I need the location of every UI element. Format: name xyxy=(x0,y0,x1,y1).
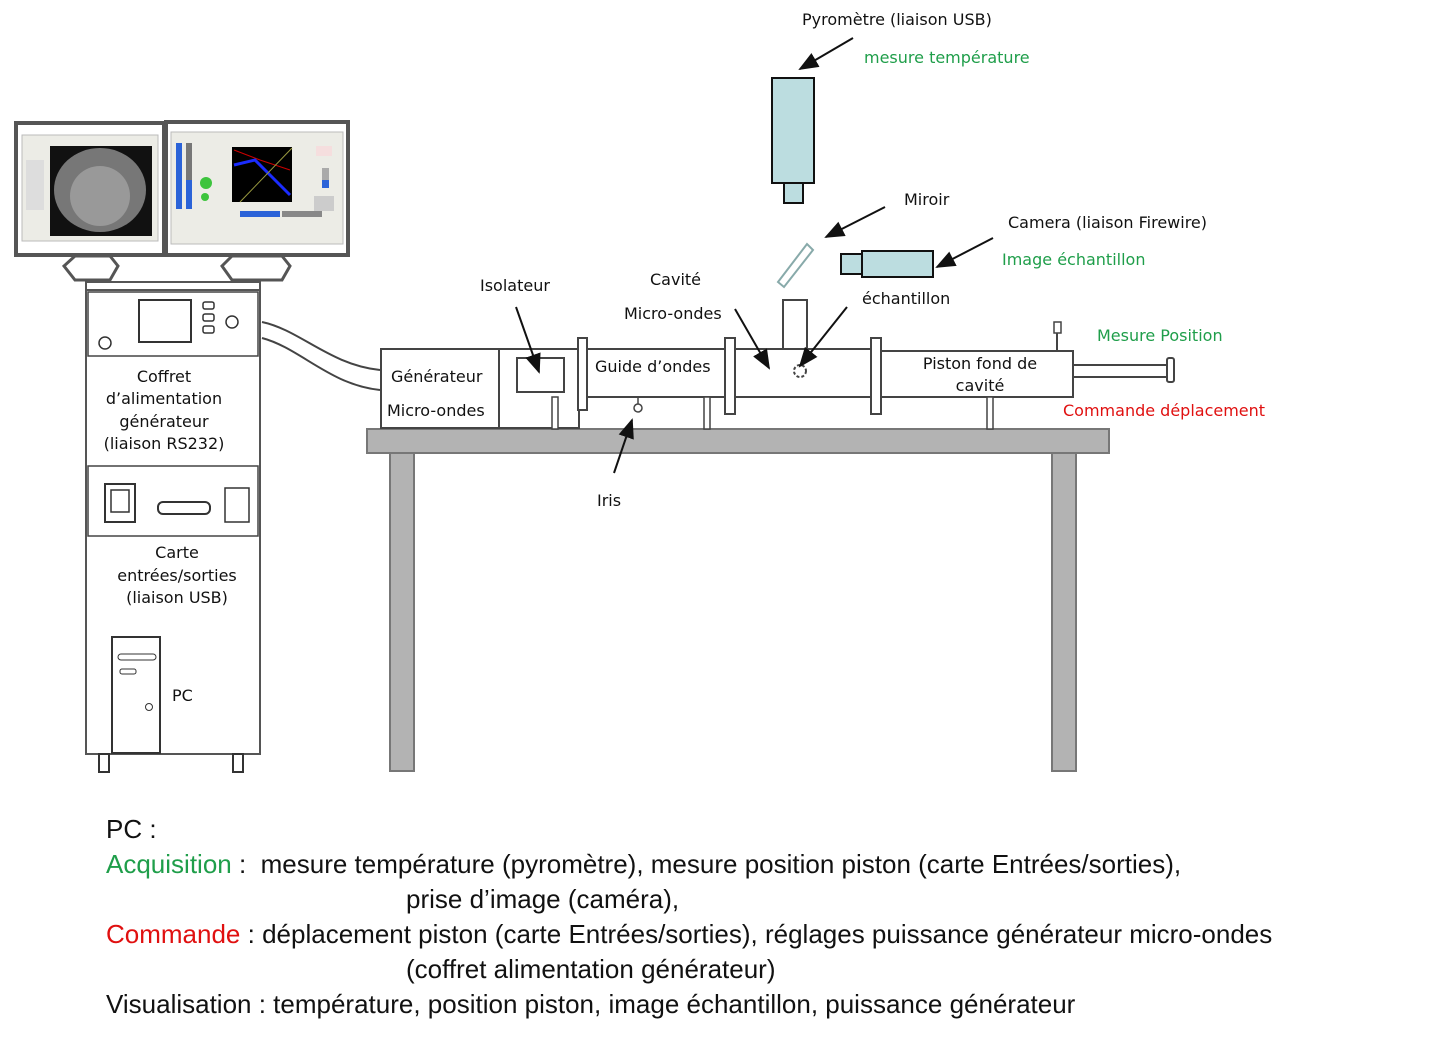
power-supply-unit xyxy=(87,291,259,357)
legend-acquisition-cont: prise d’image (caméra), xyxy=(406,884,680,914)
monitor-right xyxy=(164,120,350,257)
label-generateur-microondes: Micro-ondes xyxy=(387,401,485,420)
legend-visualisation: Visualisation : température, position pi… xyxy=(106,989,1076,1019)
label-carte-1: Carte xyxy=(155,543,199,562)
table xyxy=(366,428,1110,772)
label-mesure-position: Mesure Position xyxy=(1097,326,1223,345)
label-camera: Camera (liaison Firewire) xyxy=(1008,213,1207,232)
label-coffret-3: générateur xyxy=(119,412,209,431)
legend: PC : Acquisition : mesure température (p… xyxy=(106,812,1272,1022)
legend-acquisition: Acquisition : mesure température (pyromè… xyxy=(106,849,1182,879)
label-coffret-1: Coffret xyxy=(137,367,191,386)
label-iris: Iris xyxy=(597,491,621,510)
label-generateur: Générateur xyxy=(391,367,483,386)
iris-knob xyxy=(633,403,643,413)
pyrometer xyxy=(771,77,815,204)
label-isolateur: Isolateur xyxy=(480,276,550,295)
legend-acquisition-key: Acquisition xyxy=(106,849,232,879)
legend-title: PC : xyxy=(106,814,157,844)
legend-commande-cont: (coffret alimentation générateur) xyxy=(406,954,776,984)
label-coffret-4: (liaison RS232) xyxy=(104,434,225,453)
label-coffret-2: d’alimentation xyxy=(106,389,222,408)
sample-icon xyxy=(793,364,807,378)
pc-tower xyxy=(111,636,161,754)
label-echantillon: échantillon xyxy=(862,289,950,308)
label-cavite-microondes: Micro-ondes xyxy=(624,304,722,323)
label-commande-deplacement: Commande déplacement xyxy=(1063,401,1265,420)
label-pc: PC xyxy=(172,686,193,705)
arrows xyxy=(515,37,994,474)
label-carte-2: entrées/sorties xyxy=(117,566,237,585)
monitor-left xyxy=(14,121,166,257)
label-carte-3: (liaison USB) xyxy=(126,588,228,607)
legend-commande: Commande : déplacement piston (carte Ent… xyxy=(106,919,1273,949)
mirror xyxy=(776,242,815,289)
monitor-stands xyxy=(61,254,292,282)
legend-commande-key: Commande xyxy=(106,919,241,949)
experimental-setup-diagram: Pyromètre (liaison USB) mesure températu… xyxy=(14,10,1265,773)
io-card-unit xyxy=(87,465,259,537)
camera xyxy=(840,250,934,278)
label-guide-ondes: Guide d’ondes xyxy=(595,357,711,376)
label-mesure-temperature: mesure température xyxy=(864,48,1030,67)
label-miroir: Miroir xyxy=(904,190,950,209)
label-piston-cavite: cavité xyxy=(956,376,1005,395)
equipment-rack xyxy=(85,281,261,773)
label-pyrometre: Pyromètre (liaison USB) xyxy=(802,10,992,29)
microwave-line xyxy=(380,299,1175,430)
cable xyxy=(261,321,381,391)
label-image-echantillon: Image échantillon xyxy=(1002,250,1145,269)
label-cavite: Cavité xyxy=(650,270,701,289)
label-piston: Piston fond de xyxy=(923,354,1037,373)
